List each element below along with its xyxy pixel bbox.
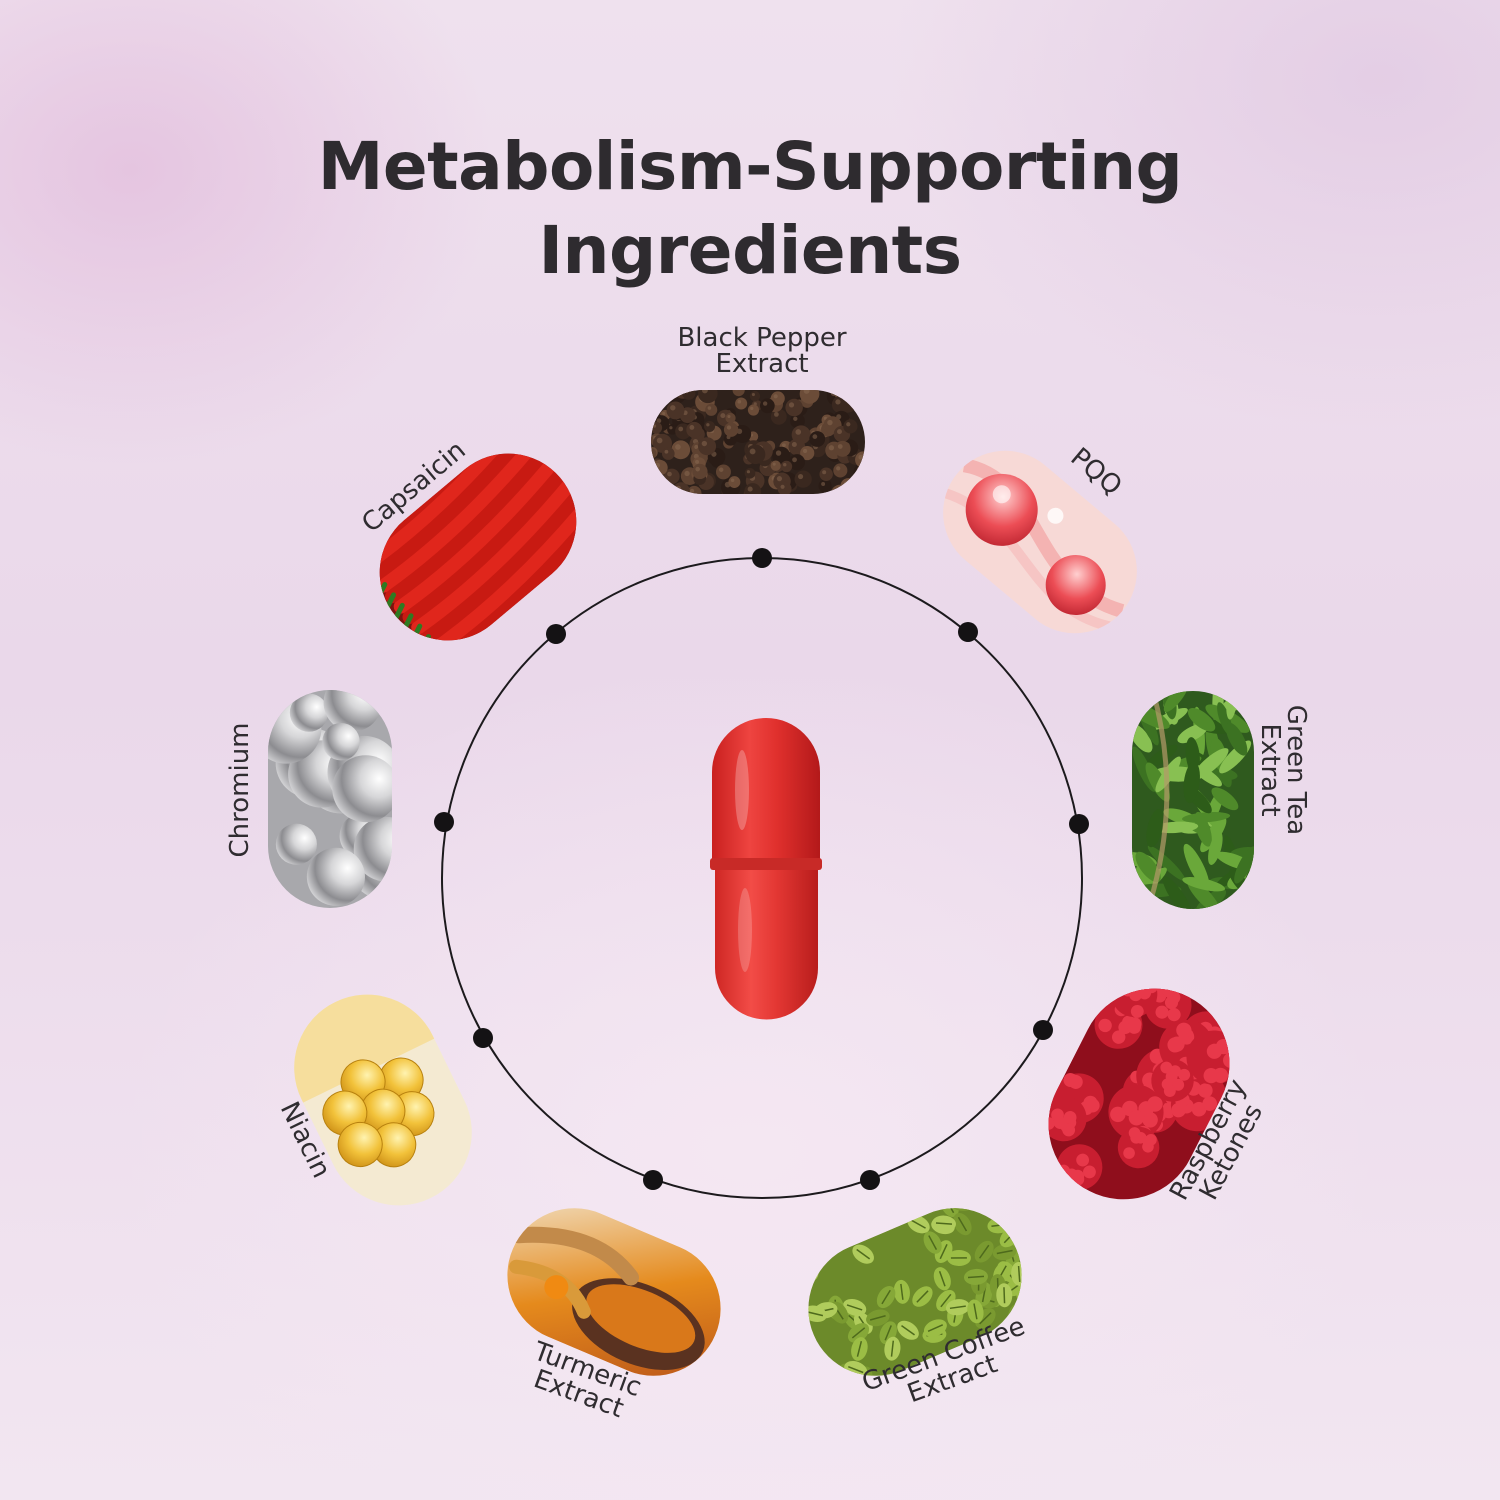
title-line-2: Ingredients — [538, 212, 962, 290]
label-black-pepper-line-2: Extract — [715, 349, 809, 379]
label-green-tea-line-2: Extract — [1255, 723, 1285, 817]
softgel-icon — [269, 970, 497, 1230]
title-line-1: Metabolism-Supporting — [317, 128, 1183, 206]
chrome-sphere-icon — [268, 690, 392, 908]
ring-dot-8 — [434, 812, 454, 832]
ring-dot-6 — [643, 1170, 663, 1190]
label-black-pepper-line-1: Black Pepper — [677, 323, 847, 353]
chili-pepper-icon — [351, 425, 605, 669]
ring-dot-9 — [546, 624, 566, 644]
ring-dot-1 — [752, 548, 772, 568]
tea-leaf-icon — [1132, 691, 1254, 909]
label-chromium-line-1: Chromium — [225, 722, 255, 858]
label-chromium: Chromium — [225, 722, 255, 858]
peppercorn-icon — [651, 390, 865, 494]
ring-dot-5 — [860, 1170, 880, 1190]
ring-dot-4 — [1033, 1020, 1053, 1040]
ring-dot-7 — [473, 1028, 493, 1048]
ring-dot-2 — [958, 622, 978, 642]
turmeric-root-icon — [486, 1187, 742, 1397]
red-molecule-icon — [917, 425, 1163, 659]
label-green-tea-line-1: Green Tea — [1281, 704, 1311, 836]
ring-dot-3 — [1069, 814, 1089, 834]
red-capsule-icon — [710, 718, 822, 1020]
